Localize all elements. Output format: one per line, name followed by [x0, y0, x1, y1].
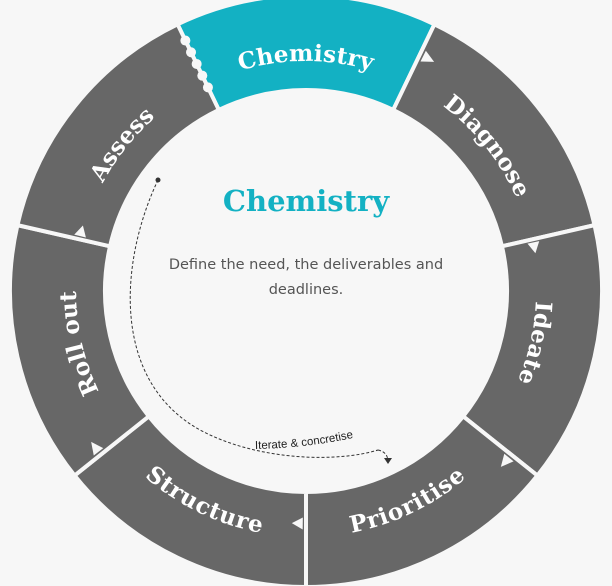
flow-arrow-icon: [74, 225, 86, 238]
hinge-bead-icon: [186, 47, 197, 58]
loop-arrowhead-icon: [384, 458, 392, 464]
hinge-bead-icon: [191, 58, 202, 69]
loop-label: Iterate & concretise: [255, 429, 354, 452]
segment-chemistry[interactable]: Chemistry: [174, 0, 438, 113]
hinge-bead-icon: [197, 70, 208, 81]
segment-assess[interactable]: Assess: [15, 21, 222, 249]
flow-arrow-icon: [291, 517, 303, 530]
flow-arrow-icon: [500, 453, 514, 467]
iterate-loop: Iterate & concretise: [129, 177, 392, 464]
iterate-loop-arrow: [129, 179, 379, 458]
hinge-bead-icon: [180, 35, 191, 46]
flow-arrow-icon: [420, 50, 435, 62]
center-title: Chemistry: [222, 184, 390, 218]
segment-roll-out[interactable]: Roll out: [8, 222, 152, 479]
segment-prioritise[interactable]: Prioritise: [304, 413, 541, 586]
flow-arrow-icon: [527, 241, 540, 254]
hinge-bead-icon: [202, 82, 213, 93]
center-description: Define the need, the deliverables and de…: [168, 257, 444, 298]
loop-start-dot: [155, 177, 161, 183]
flow-arrow-icon: [91, 441, 104, 456]
segment-shape[interactable]: [304, 413, 541, 586]
segment-shape[interactable]: [15, 21, 222, 249]
